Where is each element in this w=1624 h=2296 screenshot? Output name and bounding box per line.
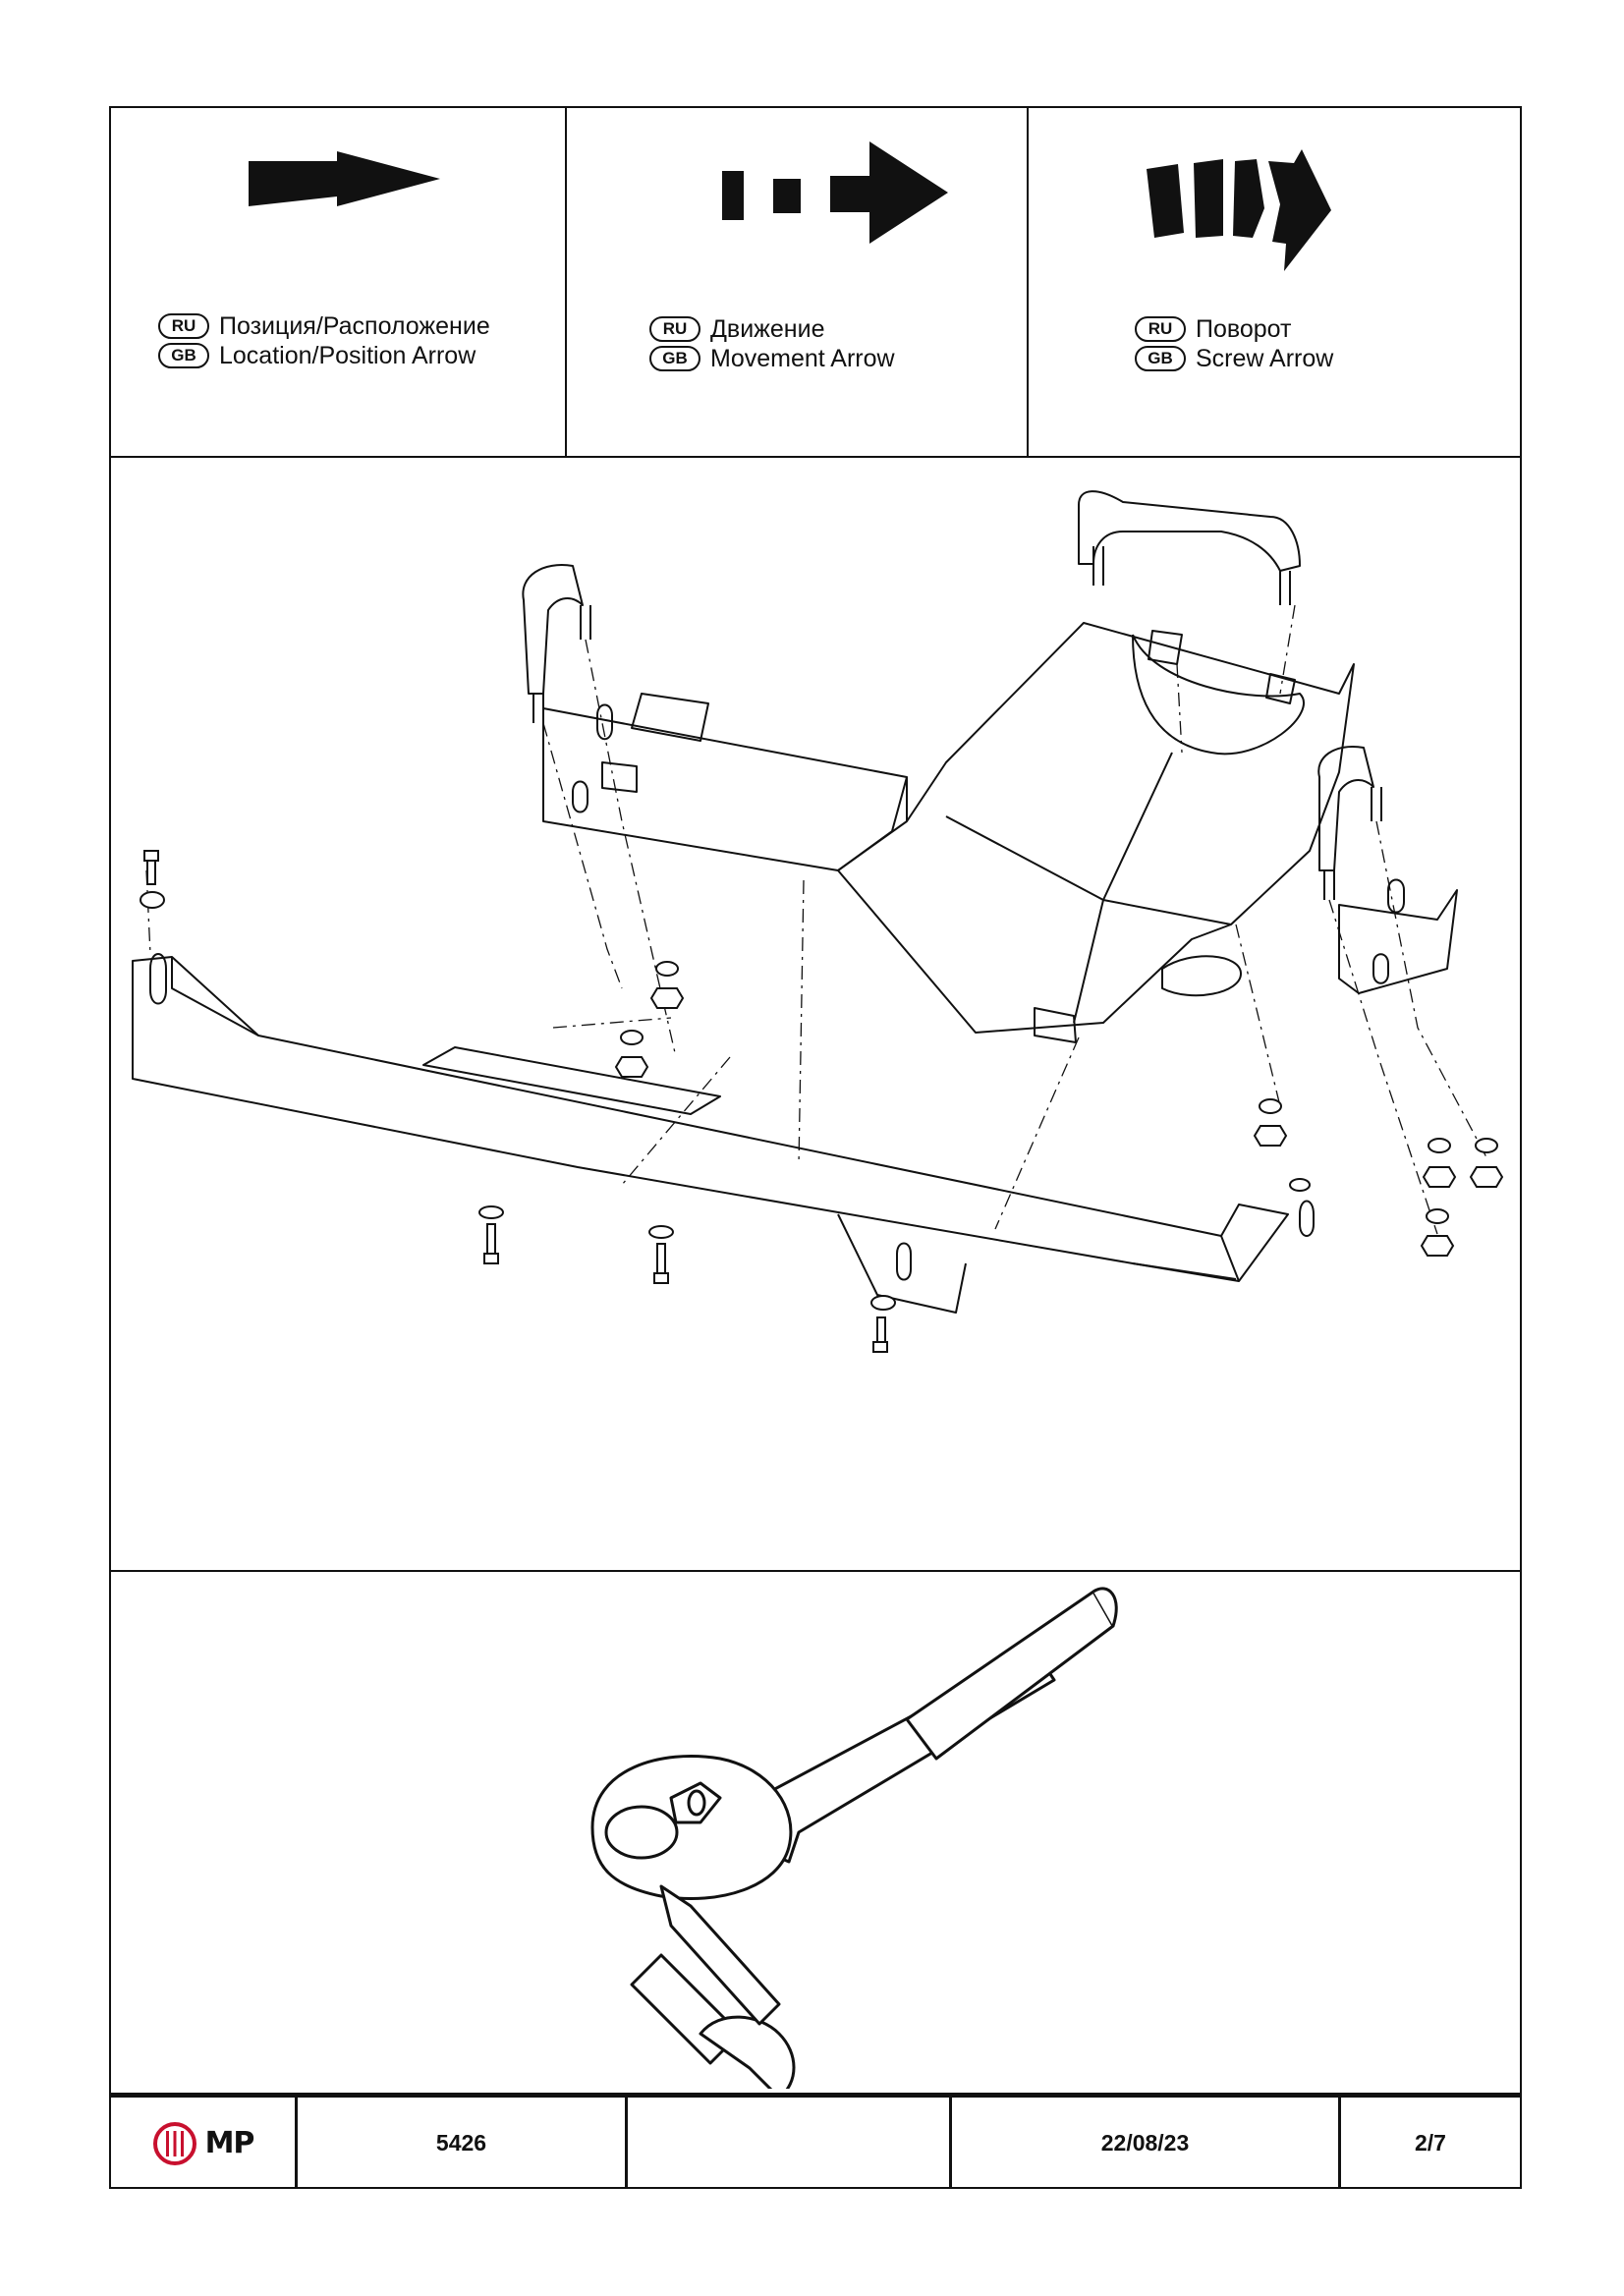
title-block: MP 5426 22/08/23 2/7	[111, 2093, 1520, 2189]
ru-badge: RU	[1135, 316, 1186, 342]
legend-gb-text: Movement Arrow	[710, 345, 895, 372]
movement-arrow-icon	[722, 141, 948, 244]
gb-badge: GB	[1135, 346, 1186, 371]
legend-location: RU Позиция/Расположение GB Location/Positi…	[111, 108, 567, 456]
legend-gb-text: Screw Arrow	[1196, 345, 1334, 372]
date: 22/08/23	[952, 2098, 1341, 2189]
skid-plate-exploded-assembly	[132, 490, 1504, 1353]
legend-screw: RU Поворот GB Screw Arrow	[1029, 108, 1524, 456]
arrow-legend: RU Позиция/Расположение GB Location/Positi…	[111, 108, 1520, 458]
gb-badge: GB	[158, 343, 209, 368]
blank-cell	[628, 2098, 952, 2189]
ru-badge: RU	[158, 313, 209, 339]
tool-illustration	[111, 1572, 1520, 2100]
page-frame: RU Позиция/Расположение GB Location/Positi…	[109, 106, 1522, 2189]
gb-badge: GB	[649, 346, 700, 371]
logo-text: MP	[204, 2126, 255, 2160]
ru-badge: RU	[649, 316, 700, 342]
legend-ru-text: Позиция/Расположение	[219, 312, 490, 340]
page-number: 2/7	[1415, 2130, 1446, 2156]
assembly-diagram	[111, 458, 1520, 1572]
mp-logo-icon	[152, 2121, 196, 2165]
brand-logo: MP	[111, 2098, 298, 2189]
location-arrow-icon	[249, 151, 440, 206]
legend-movement: RU Движение GB Movement Arrow	[567, 108, 1029, 456]
legend-ru-text: Движение	[710, 315, 825, 343]
screw-arrow-icon	[1147, 149, 1331, 271]
ratchet-wrench-icon	[590, 1587, 1118, 2100]
legend-gb-text: Location/Position Arrow	[219, 342, 476, 369]
part-number: 5426	[298, 2098, 628, 2189]
legend-ru-text: Поворот	[1196, 315, 1292, 343]
